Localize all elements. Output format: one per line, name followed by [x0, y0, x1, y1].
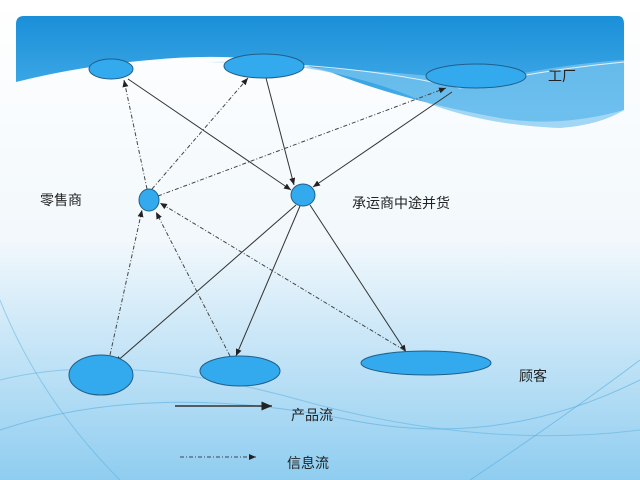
retailer-node [138, 188, 160, 212]
factory-node-1 [88, 58, 134, 80]
factory-node-2 [223, 53, 305, 79]
factory-label: 工厂 [548, 69, 576, 85]
carrier-node [290, 183, 316, 207]
carrier-label: 承运商中途并货 [352, 196, 450, 212]
customer-node-2 [199, 355, 281, 387]
legend-product-label: 产品流 [291, 408, 333, 424]
info-flow-edges [109, 77, 447, 357]
retailer-label: 零售商 [40, 193, 82, 209]
product-flow-edges [114, 77, 453, 364]
factory-node-3 [425, 63, 527, 89]
customer-node-1 [68, 354, 134, 396]
customer-label: 顾客 [519, 369, 547, 385]
legend-info-label: 信息流 [287, 456, 329, 472]
customer-node-3 [360, 350, 492, 376]
